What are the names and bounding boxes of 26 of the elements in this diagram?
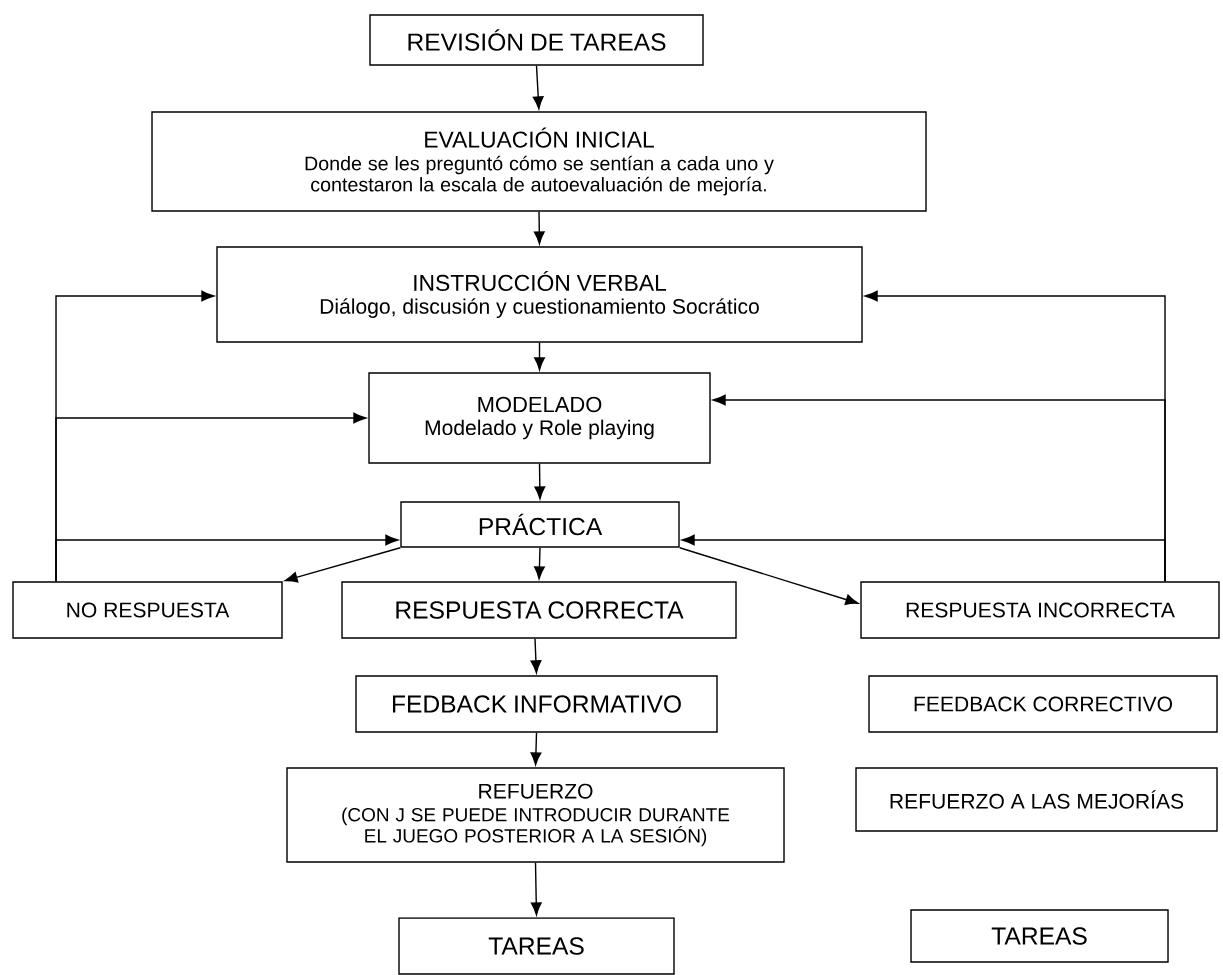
process-box: REFUERZO A LAS MEJORÍAS [855, 767, 1218, 832]
process-box: PRÁCTICA [400, 501, 680, 548]
arrow [681, 534, 1166, 582]
arrow [530, 732, 542, 766]
process-box: FEDBACK INFORMATIVO [355, 675, 718, 733]
process-box: FEEDBACK CORRECTIVO [868, 675, 1218, 733]
process-box: RESPUESTA CORRECTA [341, 581, 737, 639]
process-box: TAREAS [910, 909, 1169, 963]
arrow [530, 638, 542, 674]
process-box: EVALUACIÓN INICIAL Donde se les preguntó cómo se sentían a cada uno y contestaron la escala de autoevaluación de mejoría. [151, 111, 927, 212]
arrow [533, 211, 545, 245]
arrow [284, 547, 401, 583]
arrow [532, 65, 544, 110]
process-box: TAREAS [398, 917, 675, 975]
process-box: RESPUESTA INCORRECTA [860, 581, 1220, 639]
arrow [55, 534, 399, 582]
process-box: NO RESPUESTA [12, 581, 283, 639]
arrow [534, 463, 546, 500]
process-box: INSTRUCCIÓN VERBAL Diálogo, discusión y cuestionamiento Socrático [216, 246, 863, 343]
process-box: REVISIÓN DE TAREAS [369, 14, 704, 66]
process-box: REFUERZO (CON J SE PUEDE INTRODUCIR DURANTE EL JUEGO POSTERIOR A LA SESIÓN) [286, 767, 785, 863]
arrow [534, 342, 545, 371]
arrow [679, 547, 859, 605]
arrow [530, 862, 542, 916]
process-box: MODELADO Modelado y Role playing [368, 372, 711, 464]
arrow [534, 547, 545, 580]
